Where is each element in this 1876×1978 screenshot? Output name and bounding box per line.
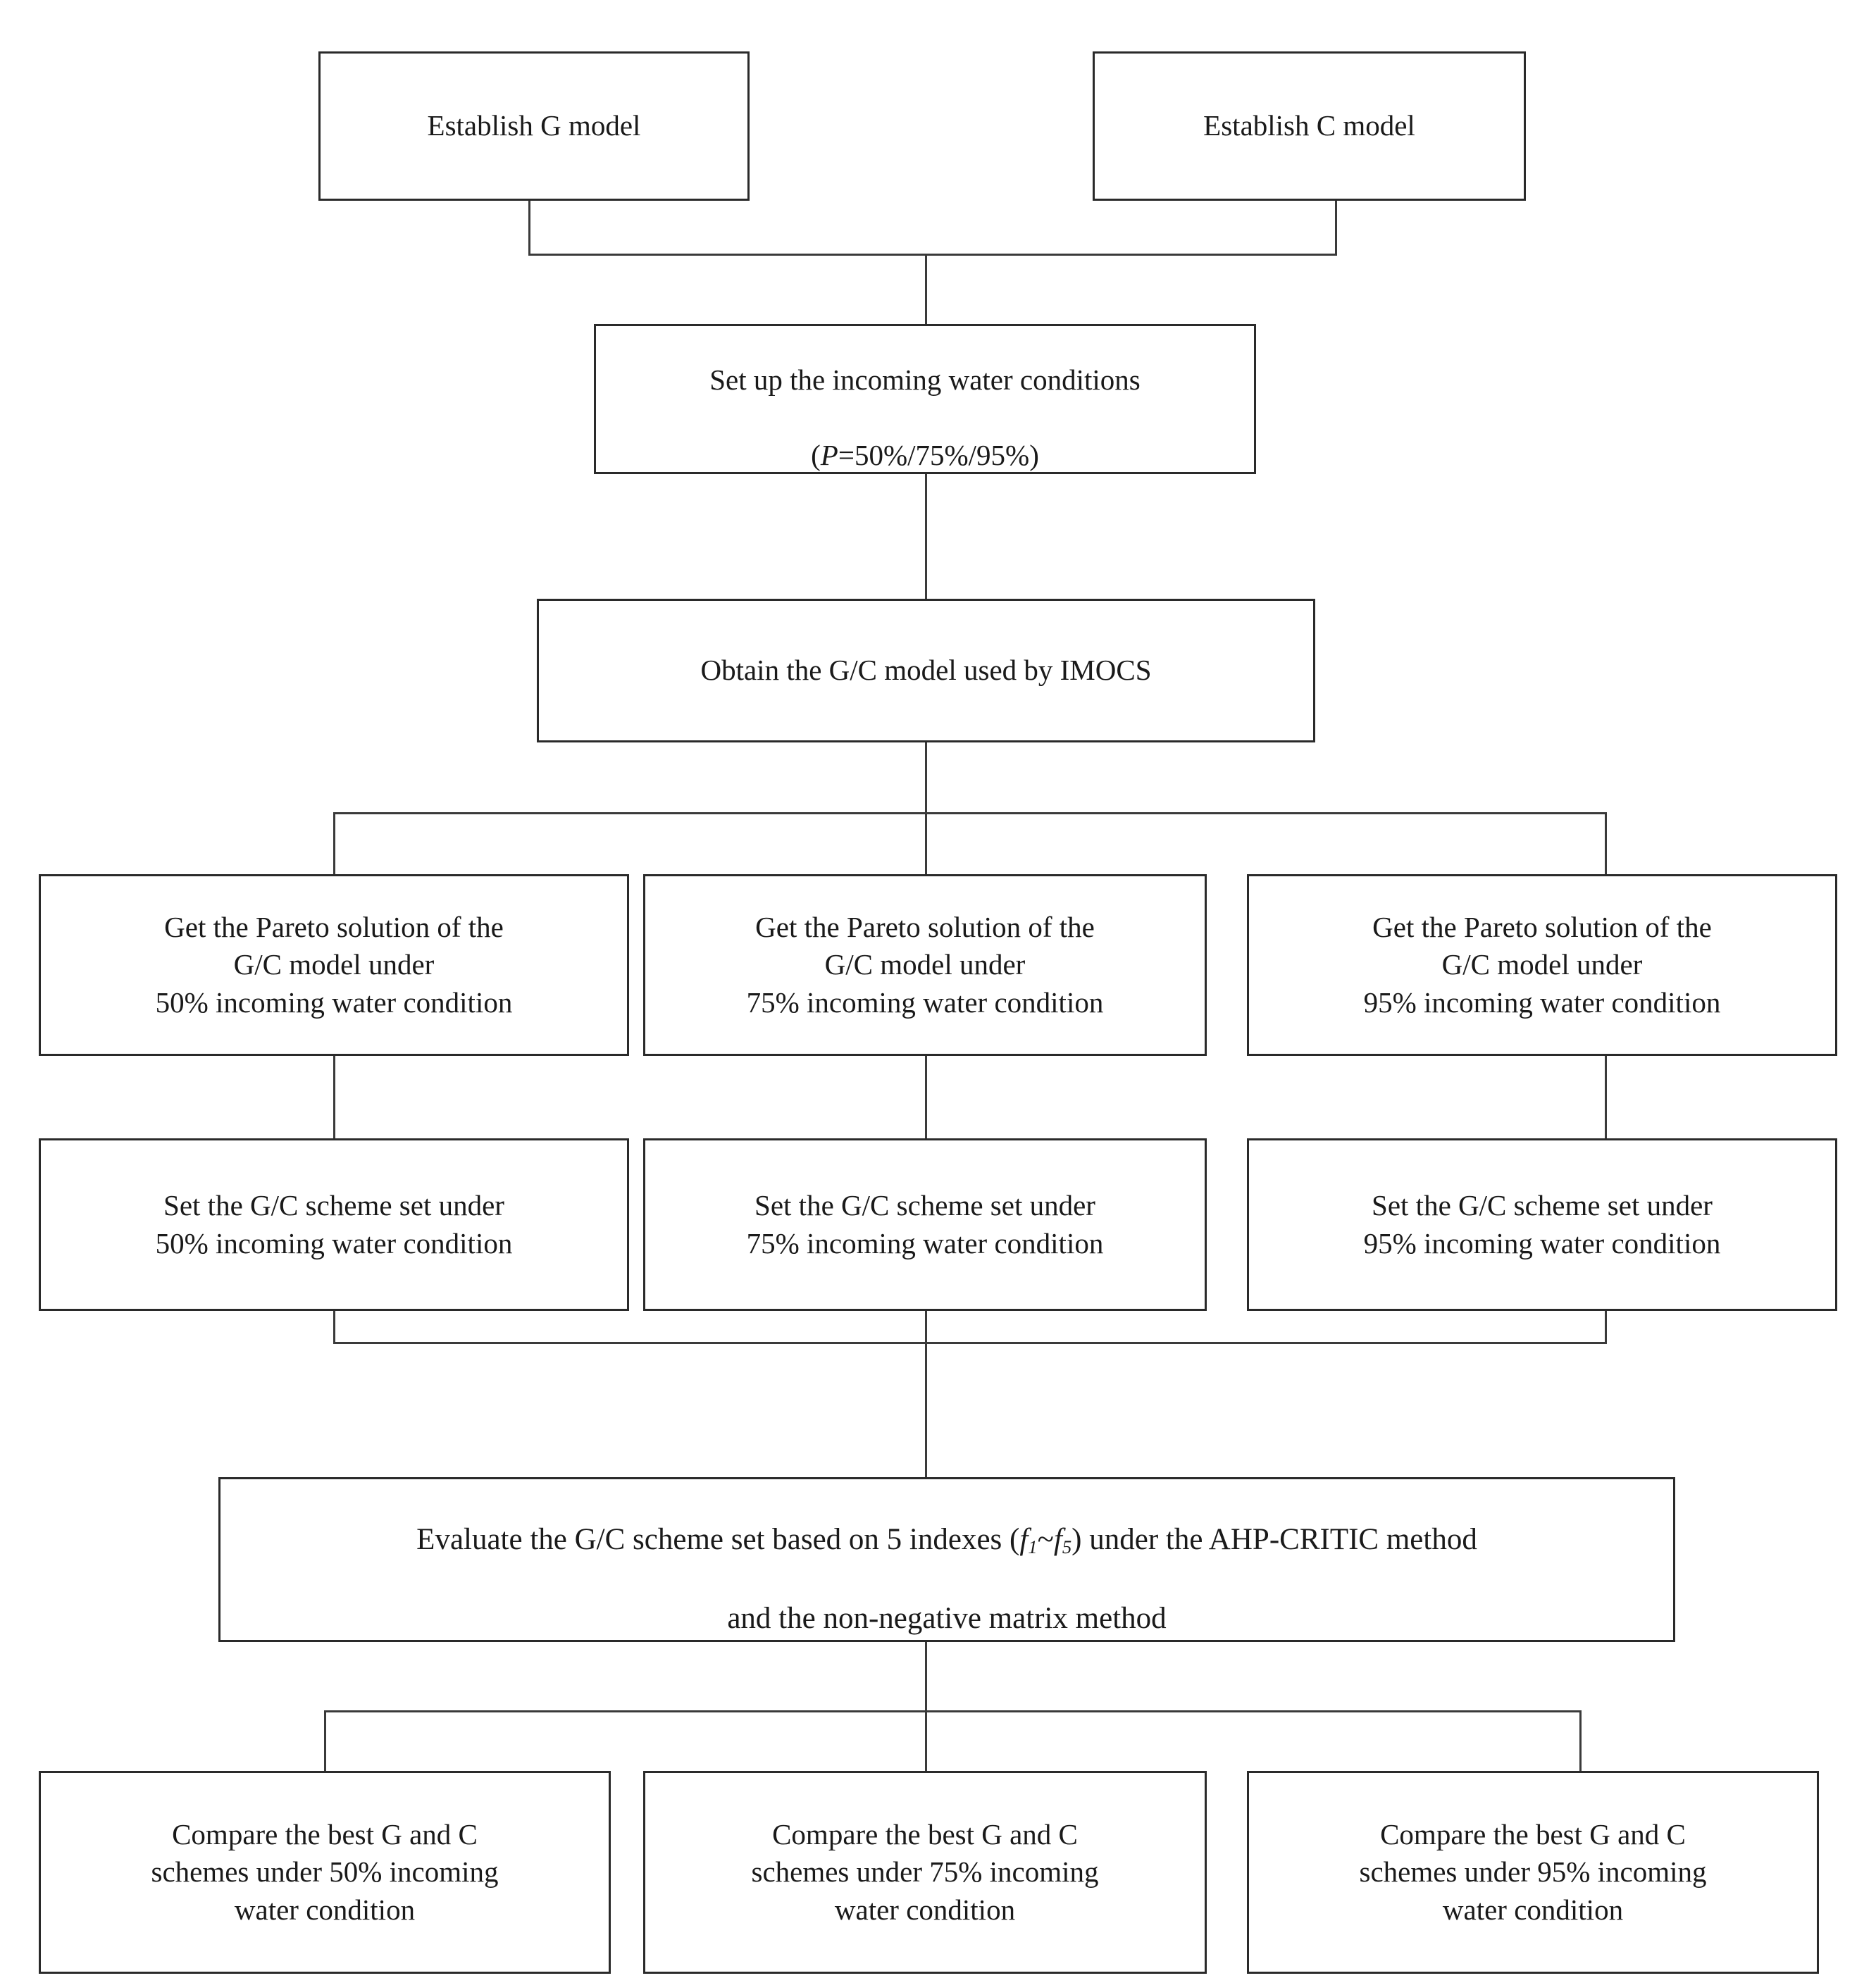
node-evaluate-index-tilde: ~ — [1037, 1523, 1054, 1557]
connector-scheme50-down — [333, 1310, 335, 1344]
connector-fanout-right — [1605, 812, 1607, 874]
connector-compare-fanout-right — [1579, 1710, 1582, 1771]
node-incoming-water-line2: (P=50%/75%/95%) — [811, 438, 1039, 471]
node-compare-best-75-label: Compare the best G and C schemes under 7… — [751, 1818, 1099, 1926]
node-establish-g-model[interactable]: Establish G model — [318, 51, 750, 201]
connector-fanout-center — [925, 812, 927, 874]
node-compare-best-95-label: Compare the best G and C schemes under 9… — [1359, 1818, 1707, 1926]
connector-pareto75-to-scheme75 — [925, 1055, 927, 1138]
node-evaluate-index-last: 5 — [1062, 1536, 1072, 1557]
node-scheme-set-75[interactable]: Set the G/C scheme set under 75% incomin… — [643, 1138, 1207, 1311]
node-evaluate-index-f5: f5 — [1053, 1523, 1072, 1557]
connector-compare-fanout-left — [324, 1710, 326, 1771]
connector-pareto50-to-scheme50 — [333, 1055, 335, 1138]
connector-fanout-left — [333, 812, 335, 874]
node-scheme-set-95[interactable]: Set the G/C scheme set under 95% incomin… — [1247, 1138, 1837, 1311]
connector-evaluate-down — [925, 1641, 927, 1710]
node-scheme-set-95-label: Set the G/C scheme set under 95% incomin… — [1363, 1189, 1721, 1259]
node-compare-best-95[interactable]: Compare the best G and C schemes under 9… — [1247, 1771, 1819, 1974]
node-pareto-solution-95[interactable]: Get the Pareto solution of the G/C model… — [1247, 874, 1837, 1056]
node-scheme-set-50-label: Set the G/C scheme set under 50% incomin… — [155, 1189, 513, 1259]
connector-compare-fanout-bus — [324, 1710, 1579, 1712]
connector-incoming-to-obtain — [925, 473, 927, 599]
node-compare-best-75[interactable]: Compare the best G and C schemes under 7… — [643, 1771, 1207, 1974]
node-incoming-water-line1: Set up the incoming water conditions — [709, 363, 1141, 397]
node-establish-g-model-label: Establish G model — [427, 109, 641, 142]
connector-scheme75-down — [925, 1310, 927, 1344]
node-evaluate-line1: Evaluate the G/C scheme set based on 5 i… — [416, 1523, 1477, 1557]
connector-pareto95-to-scheme95 — [1605, 1055, 1607, 1138]
connector-obtain-down — [925, 742, 927, 812]
connector-top-merge-bus — [528, 254, 1337, 256]
node-obtain-gc-model-label: Obtain the G/C model used by IMOCS — [700, 654, 1152, 687]
node-incoming-water-p-symbol: P — [820, 438, 838, 471]
connector-scheme-merge-bus — [333, 1342, 1607, 1344]
connector-establish-c-down — [1335, 200, 1337, 254]
node-evaluate-index-f1: f1 — [1019, 1523, 1038, 1557]
node-establish-c-model[interactable]: Establish C model — [1093, 51, 1526, 201]
node-pareto-solution-75-label: Get the Pareto solution of the G/C model… — [746, 911, 1104, 1019]
node-set-incoming-water-conditions[interactable]: Set up the incoming water conditions (P=… — [594, 324, 1256, 474]
node-pareto-solution-75[interactable]: Get the Pareto solution of the G/C model… — [643, 874, 1207, 1056]
node-evaluate-scheme-set[interactable]: Evaluate the G/C scheme set based on 5 i… — [218, 1477, 1675, 1642]
node-scheme-set-50[interactable]: Set the G/C scheme set under 50% incomin… — [39, 1138, 629, 1311]
connector-establish-g-down — [528, 200, 530, 254]
node-obtain-gc-model-imocs[interactable]: Obtain the G/C model used by IMOCS — [537, 599, 1315, 742]
connector-pareto-fanout-bus — [333, 812, 1607, 814]
node-scheme-set-75-label: Set the G/C scheme set under 75% incomin… — [746, 1189, 1104, 1259]
node-compare-best-50-label: Compare the best G and C schemes under 5… — [151, 1818, 499, 1926]
node-establish-c-model-label: Establish C model — [1203, 109, 1415, 142]
node-evaluate-line2: and the non-negative matrix method — [727, 1601, 1167, 1635]
node-pareto-solution-95-label: Get the Pareto solution of the G/C model… — [1363, 911, 1721, 1019]
node-incoming-water-p-values: =50%/75%/95% — [838, 438, 1030, 471]
connector-compare-fanout-center — [925, 1710, 927, 1771]
node-evaluate-index-first: 1 — [1028, 1536, 1038, 1557]
node-pareto-solution-50[interactable]: Get the Pareto solution of the G/C model… — [39, 874, 629, 1056]
connector-merge-to-evaluate — [925, 1342, 927, 1477]
node-pareto-solution-50-label: Get the Pareto solution of the G/C model… — [155, 911, 513, 1019]
connector-scheme95-down — [1605, 1310, 1607, 1344]
connector-to-incoming-water — [925, 254, 927, 324]
node-compare-best-50[interactable]: Compare the best G and C schemes under 5… — [39, 1771, 611, 1974]
